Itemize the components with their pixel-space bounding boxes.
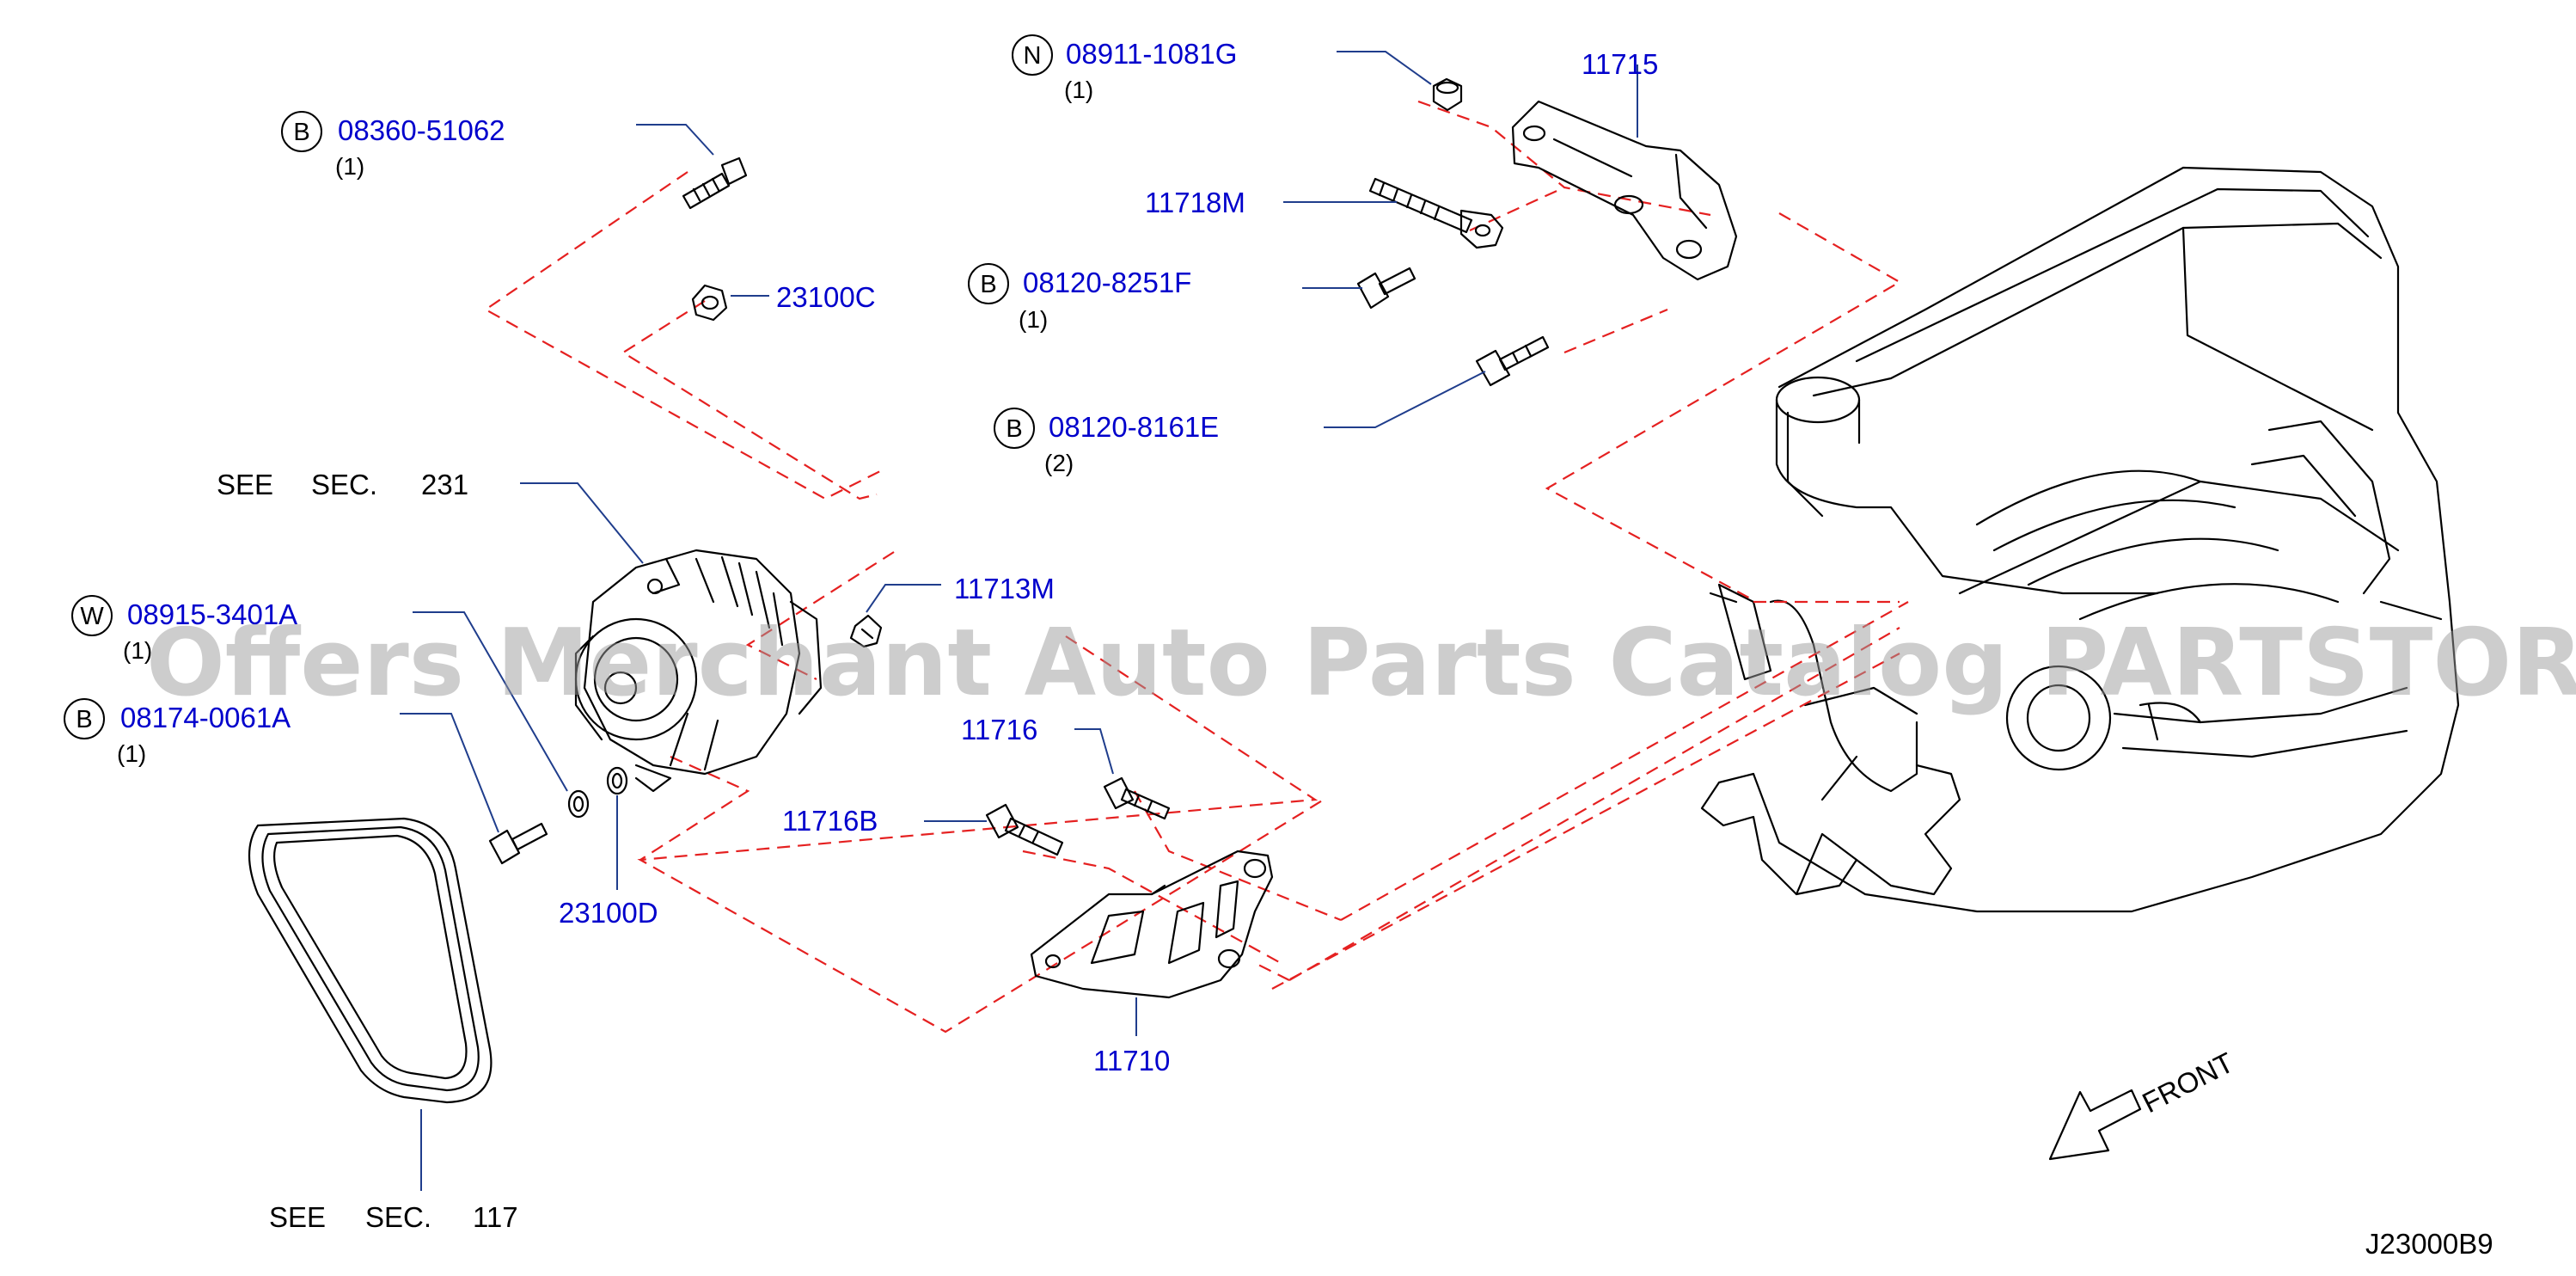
see-sec-117-note: SEE SEC. 117 [269,1201,518,1233]
part-quantity: (2) [1044,450,1074,476]
part-number-link[interactable]: 11716 [961,714,1037,745]
callout-08360-51062[interactable]: B 08360-51062 (1) [281,111,505,180]
part-number-link[interactable]: 08915-3401A [127,598,297,630]
badge-b-icon [968,263,1009,304]
badge-b-icon [281,111,322,152]
part-number-link[interactable]: 08120-8251F [1023,267,1191,298]
callout-badge: W [80,603,104,630]
bracket-11710-drawing [1030,850,1274,999]
bolt-08360-drawing [682,156,748,210]
callout-08911-1081G[interactable]: N 08911-1081G (1) [1012,34,1237,103]
bolt-11716-drawing [1103,776,1171,820]
see-label: SEE [217,469,273,500]
sec-label: SEC. [365,1201,431,1233]
callout-badge: B [293,119,309,146]
callout-badge: B [76,706,92,733]
part-number-link[interactable]: 23100D [559,897,658,929]
callout-08120-8161E[interactable]: B 08120-8161E (2) [994,408,1219,476]
leader-lines [400,51,1638,1191]
stud-11718M-drawing [1368,177,1504,249]
callout-23100D[interactable]: 23100D [559,897,658,929]
nut-23100C-drawing [691,284,728,322]
part-number-link[interactable]: 08911-1081G [1066,38,1237,70]
engine-assembly-drawing [1700,166,2460,913]
bracket-11715-drawing [1511,100,1738,281]
bolt-08174-drawing [488,822,548,865]
diagram-code: J23000B9 [2365,1228,2493,1260]
part-number-link[interactable]: 08174-0061A [120,702,291,733]
badge-b-icon [64,698,105,739]
front-direction-indicator: FRONT [2048,1046,2238,1161]
part-number-link[interactable]: 23100C [776,281,876,313]
see-label: SEE [269,1201,326,1233]
callout-badge: N [1024,42,1042,70]
part-number-link[interactable]: 11713M [954,573,1055,604]
badge-n-icon [1012,34,1053,76]
callout-23100C[interactable]: 23100C [776,281,876,313]
assembly-phantom-lines [483,100,1909,1034]
part-quantity: (1) [1019,306,1048,333]
see-sec-231-note: SEE SEC. 231 [217,469,468,500]
part-quantity: (1) [123,637,152,664]
part-quantity: (1) [335,153,364,180]
part-number-link[interactable]: 11715 [1582,48,1658,80]
callout-11710[interactable]: 11710 [1093,1045,1170,1077]
part-quantity: (1) [1064,77,1093,103]
part-number-link[interactable]: 11716B [782,805,878,837]
part-number-link[interactable]: 08120-8161E [1049,411,1219,443]
callout-11718M[interactable]: 11718M [1145,187,1245,218]
callout-badge: B [1006,415,1022,443]
bolt-11716B-drawing [985,803,1064,856]
sec-number: 117 [473,1201,518,1233]
nut-08911-drawing [1432,77,1463,112]
callout-08915-3401A[interactable]: W 08915-3401A (1) [71,595,297,664]
badge-w-icon [71,595,113,636]
callout-11713M[interactable]: 11713M [954,573,1055,604]
badge-b-icon [994,408,1035,449]
bolt-08120-8251F-drawing [1356,267,1416,310]
part-number-link[interactable]: 11718M [1145,187,1245,218]
watermark-text: Offers Merchant Auto Parts Catalog PARTS… [146,610,2576,717]
clip-11713M-drawing [849,614,883,648]
part-number-link[interactable]: 11710 [1093,1045,1170,1077]
sec-number: 231 [421,469,468,500]
callout-badge: B [980,271,996,298]
part-quantity: (1) [117,740,146,767]
washer-08915-drawing [567,789,590,819]
washer-23100D-drawing [606,766,628,795]
part-number-link[interactable]: 08360-51062 [338,114,505,146]
alternator-drawing [574,549,823,793]
front-arrow-icon [2048,1089,2142,1161]
drive-belt-drawing [248,817,493,1104]
sec-label: SEC. [311,469,377,500]
front-label: FRONT [2137,1046,2238,1120]
callout-11716[interactable]: 11716 [961,714,1037,745]
callout-08174-0061A[interactable]: B 08174-0061A (1) [64,698,291,767]
callout-11716B[interactable]: 11716B [782,805,878,837]
callout-08120-8251F[interactable]: B 08120-8251F (1) [968,263,1191,333]
bolt-08120-8161E-drawing [1475,335,1550,387]
callout-11715[interactable]: 11715 [1582,48,1658,80]
